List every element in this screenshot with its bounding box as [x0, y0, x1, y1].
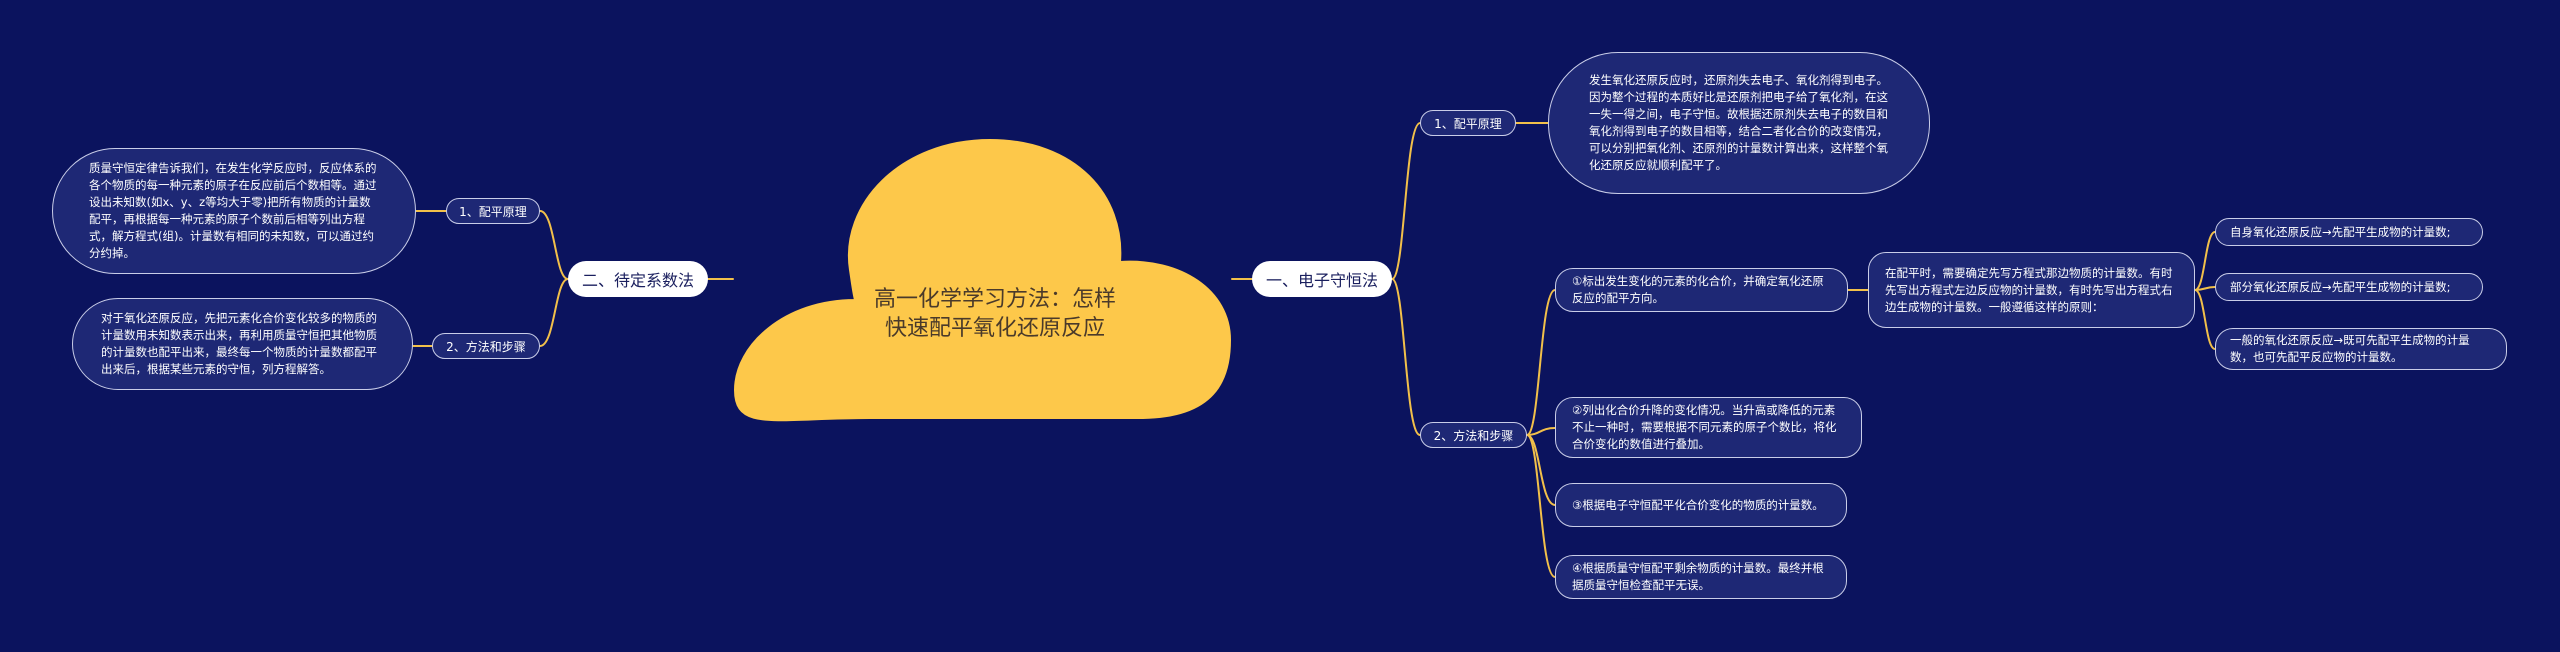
rule-partial-redox: 部分氧化还原反应→先配平生成物的计量数;	[2215, 273, 2483, 301]
step-1-text: ①标出发生变化的元素的化合价，并确定氧化还原反应的配平方向。	[1572, 274, 1824, 305]
topic-electron-conservation[interactable]: 一、电子守恒法	[1252, 261, 1392, 297]
link-rule3	[2194, 289, 2216, 350]
step-3: ③根据电子守恒配平化合价变化的物质的计量数。	[1555, 483, 1847, 527]
link-right-step3	[1526, 434, 1556, 506]
step-1-detail-text: 在配平时，需要确定先写方程式那边物质的计量数。有时先写出方程式左边反应物的计量数…	[1885, 265, 2173, 314]
step-3-text: ③根据电子守恒配平化合价变化的物质的计量数。	[1572, 497, 1824, 512]
rule-self-redox: 自身氧化还原反应→先配平生成物的计量数;	[2215, 218, 2483, 246]
step-4-text: ④根据质量守恒配平剩余物质的计量数。最终并根据质量守恒检查配平无误。	[1572, 561, 1824, 592]
topic-undetermined-coefficient[interactable]: 二、待定系数法	[568, 261, 708, 297]
principle-description-left: 质量守恒定律告诉我们，在发生化学反应时，反应体系的各个物质的每一种元素的原子在反…	[52, 148, 416, 274]
step-2-text: ②列出化合价升降的变化情况。当升高或降低的元素不止一种时，需要根据不同元素的原子…	[1572, 403, 1837, 451]
rule-1-text: 自身氧化还原反应→先配平生成物的计量数;	[2230, 224, 2451, 239]
subtopic-principle-right[interactable]: 1、配平原理	[1420, 110, 1516, 136]
principle-text-left: 质量守恒定律告诉我们，在发生化学反应时，反应体系的各个物质的每一种元素的原子在反…	[89, 161, 377, 260]
link-right-step2	[1526, 427, 1556, 436]
link-rule1	[2194, 231, 2216, 291]
central-cloud	[733, 138, 1232, 422]
principle-text-right: 发生氧化还原反应时，还原剂失去电子、氧化剂得到电子。因为整个过程的本质好比是还原…	[1589, 73, 1888, 172]
steps-description-left: 对于氧化还原反应，先把元素化合价变化较多的物质的计量数用未知数表示出来，再利用质…	[72, 298, 413, 390]
step-1-detail: 在配平时，需要确定先写方程式那边物质的计量数。有时先写出方程式左边反应物的计量数…	[1868, 252, 2195, 328]
rule-2-text: 部分氧化还原反应→先配平生成物的计量数;	[2230, 279, 2451, 294]
link-right-step1	[1526, 289, 1556, 436]
link-left-sub1	[539, 210, 569, 280]
principle-description-right: 发生氧化还原反应时，还原剂失去电子、氧化剂得到电子。因为整个过程的本质好比是还原…	[1548, 52, 1930, 194]
rule-3-text: 一般的氧化还原反应→既可先配平生成物的计量数，也可先配平反应物的计量数。	[2230, 333, 2470, 364]
rule-general-redox: 一般的氧化还原反应→既可先配平生成物的计量数，也可先配平反应物的计量数。	[2215, 328, 2507, 370]
subtopic-steps-right[interactable]: 2、方法和步骤	[1420, 422, 1527, 448]
step-4: ④根据质量守恒配平剩余物质的计量数。最终并根据质量守恒检查配平无误。	[1555, 555, 1847, 599]
step-1: ①标出发生变化的元素的化合价，并确定氧化还原反应的配平方向。	[1555, 268, 1848, 312]
step-2: ②列出化合价升降的变化情况。当升高或降低的元素不止一种时，需要根据不同元素的原子…	[1555, 397, 1862, 458]
subtopic-principle-left[interactable]: 1、配平原理	[446, 198, 540, 224]
steps-text-left: 对于氧化还原反应，先把元素化合价变化较多的物质的计量数用未知数表示出来，再利用质…	[101, 311, 377, 376]
link-right-sub1	[1391, 122, 1421, 280]
link-right-step4	[1526, 434, 1556, 578]
subtopic-steps-left[interactable]: 2、方法和步骤	[432, 333, 540, 359]
central-topic: 高一化学学习方法：怎样 快速配平氧化还原反应	[873, 287, 1116, 341]
link-left-sub2	[539, 278, 569, 347]
link-right-sub2	[1391, 278, 1421, 436]
